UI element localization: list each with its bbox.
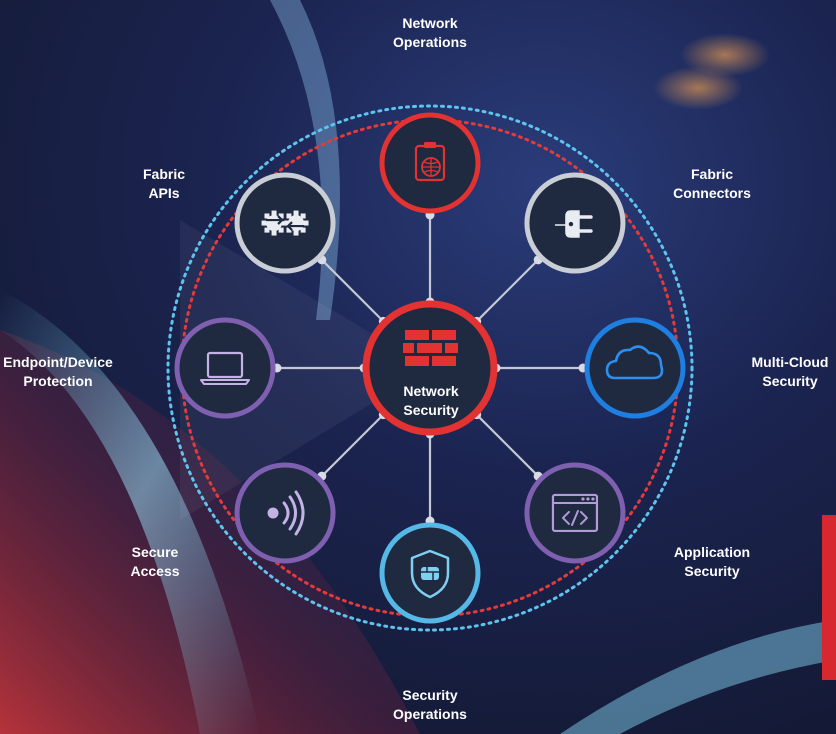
background-bokeh <box>680 33 770 77</box>
label-secure-access: Secure Access <box>110 543 200 581</box>
label-fabric-connectors: Fabric Connectors <box>662 165 762 203</box>
center-label-line1: Network <box>403 383 459 399</box>
label-line1: Security <box>402 687 458 703</box>
label-line1: Fabric <box>690 166 733 182</box>
cloud-icon <box>605 345 664 380</box>
label-fabric-apis: Fabric APIs <box>114 165 214 203</box>
label-line1: Secure <box>131 544 179 560</box>
label-line2: Security <box>762 373 818 389</box>
background-light-streak <box>560 620 836 734</box>
node-fabric-apis[interactable] <box>234 172 336 274</box>
label-line2: Connectors <box>673 185 751 201</box>
label-line1: Network <box>402 15 458 31</box>
node-security-operations[interactable] <box>379 522 481 624</box>
background-haze <box>180 220 430 520</box>
background-light-streak <box>0 290 260 734</box>
node-secure-access[interactable] <box>234 462 336 564</box>
code-window-icon <box>551 493 599 533</box>
label-line1: Endpoint/Device <box>3 354 113 370</box>
label-line2: APIs <box>148 185 180 201</box>
background-bokeh <box>653 66 743 110</box>
label-security-operations: Security Operations <box>380 686 480 724</box>
center-label: Network Security <box>371 382 491 420</box>
node-network-operations[interactable] <box>379 112 481 214</box>
shield-icon <box>410 549 450 599</box>
label-line2: Security <box>684 563 740 579</box>
gears-arrows-icon <box>261 210 309 236</box>
spoke-application-security <box>475 413 539 477</box>
clipboard-globe-icon <box>414 142 446 182</box>
center-node-network-security[interactable] <box>362 300 498 436</box>
label-endpoint-device-protection: Endpoint/Device Protection <box>0 353 116 391</box>
label-line2: Operations <box>393 706 467 722</box>
label-line2: Access <box>130 563 180 579</box>
laptop-icon <box>200 351 250 385</box>
label-line2: Operations <box>393 34 467 50</box>
label-line1: Multi-Cloud <box>751 354 829 370</box>
spoke-fabric-connectors <box>475 259 539 323</box>
node-multi-cloud-security[interactable] <box>584 317 686 419</box>
label-application-security: Application Security <box>662 543 762 581</box>
center-label-line2: Security <box>403 402 459 418</box>
label-line1: Fabric <box>142 166 185 182</box>
node-application-security[interactable] <box>524 462 626 564</box>
node-endpoint-device-protection[interactable] <box>174 317 276 419</box>
wireless-signal-icon <box>267 490 305 536</box>
label-line1: Application <box>673 544 751 560</box>
label-network-operations: Network Operations <box>380 14 480 52</box>
spoke-fabric-apis <box>321 259 385 323</box>
firewall-icon <box>403 330 458 366</box>
red-side-tab <box>822 515 836 680</box>
label-line2: Protection <box>23 373 93 389</box>
plug-icon <box>554 210 593 238</box>
outer-dotted-ring-blue <box>166 104 694 632</box>
label-multi-cloud-security: Multi-Cloud Security <box>744 353 836 391</box>
node-fabric-connectors[interactable] <box>524 172 626 274</box>
spoke-secure-access <box>321 413 385 477</box>
